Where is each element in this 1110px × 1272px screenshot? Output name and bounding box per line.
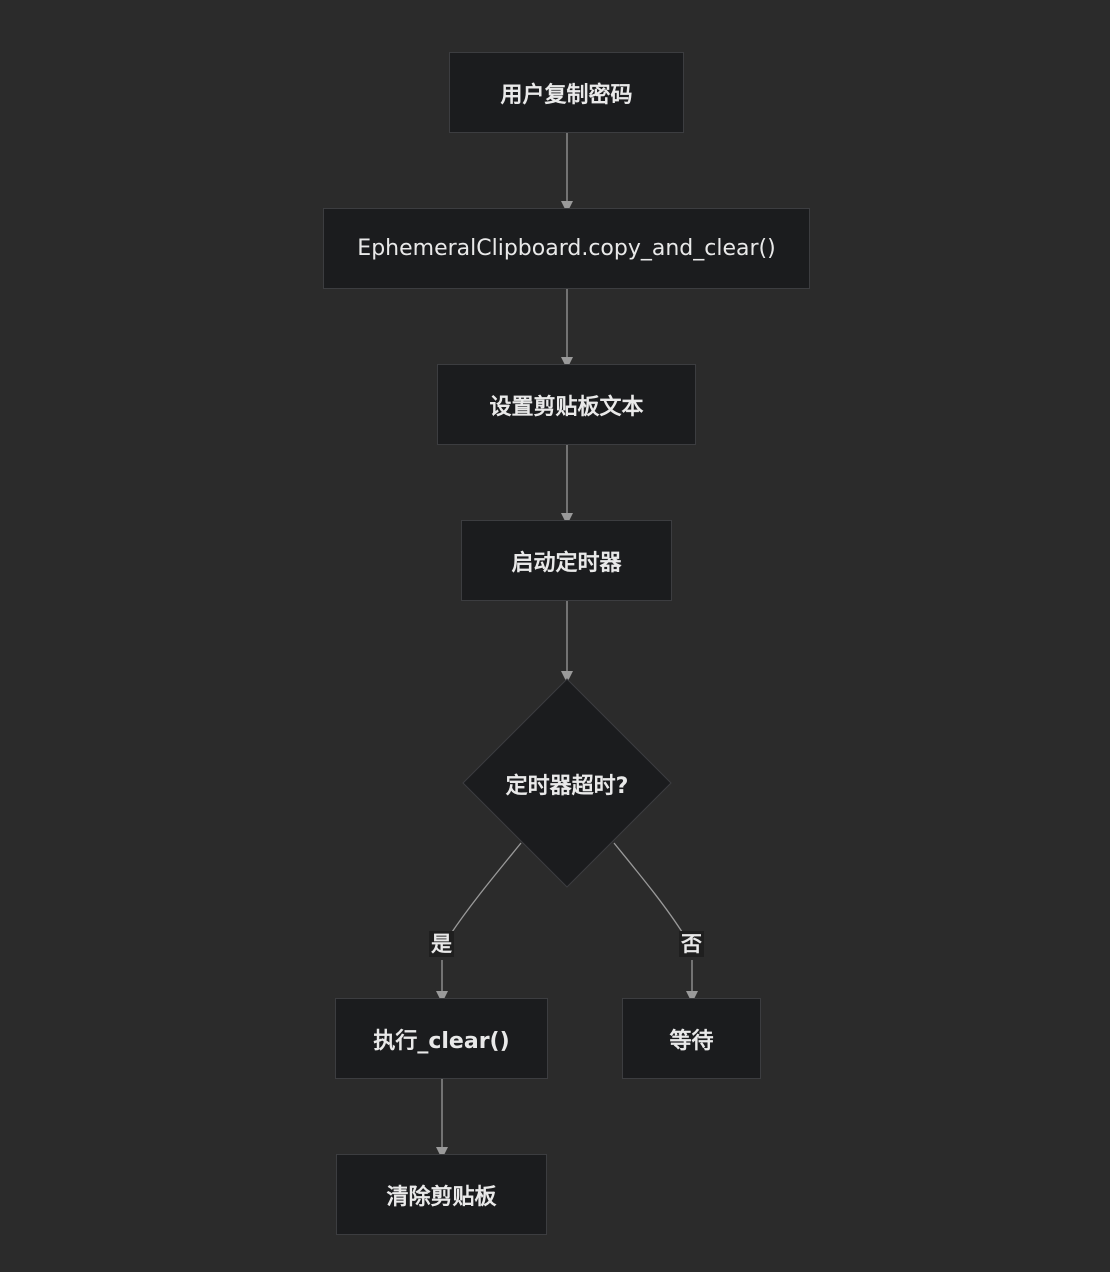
node-copy-password-label: 用户复制密码 <box>500 82 633 108</box>
node-wait[interactable]: 等待 <box>622 998 761 1079</box>
node-clear-clipboard-label: 清除剪贴板 <box>386 1184 497 1210</box>
edge-label-no: 否 <box>679 931 704 957</box>
node-clear-clipboard[interactable]: 清除剪贴板 <box>336 1154 547 1235</box>
decision-diamond-shape[interactable] <box>462 678 672 888</box>
node-start-timer-label: 启动定时器 <box>511 550 622 576</box>
node-set-clipboard-text[interactable]: 设置剪贴板文本 <box>437 364 696 445</box>
node-copy-and-clear-label: EphemeralClipboard.copy_and_clear() <box>357 236 776 261</box>
edge-label-yes: 是 <box>429 931 454 957</box>
node-exec-clear-label: 执行_clear() <box>373 1028 510 1054</box>
edge-decision-no <box>613 842 685 936</box>
node-copy-and-clear[interactable]: EphemeralClipboard.copy_and_clear() <box>323 208 810 289</box>
node-wait-label: 等待 <box>669 1028 714 1054</box>
node-copy-password[interactable]: 用户复制密码 <box>449 52 684 133</box>
node-start-timer[interactable]: 启动定时器 <box>461 520 672 601</box>
node-set-clipboard-text-label: 设置剪贴板文本 <box>489 394 644 420</box>
decision-timer-timeout-label: 定时器超时? <box>505 774 629 799</box>
edge-decision-yes <box>449 842 522 936</box>
node-exec-clear[interactable]: 执行_clear() <box>335 998 548 1079</box>
